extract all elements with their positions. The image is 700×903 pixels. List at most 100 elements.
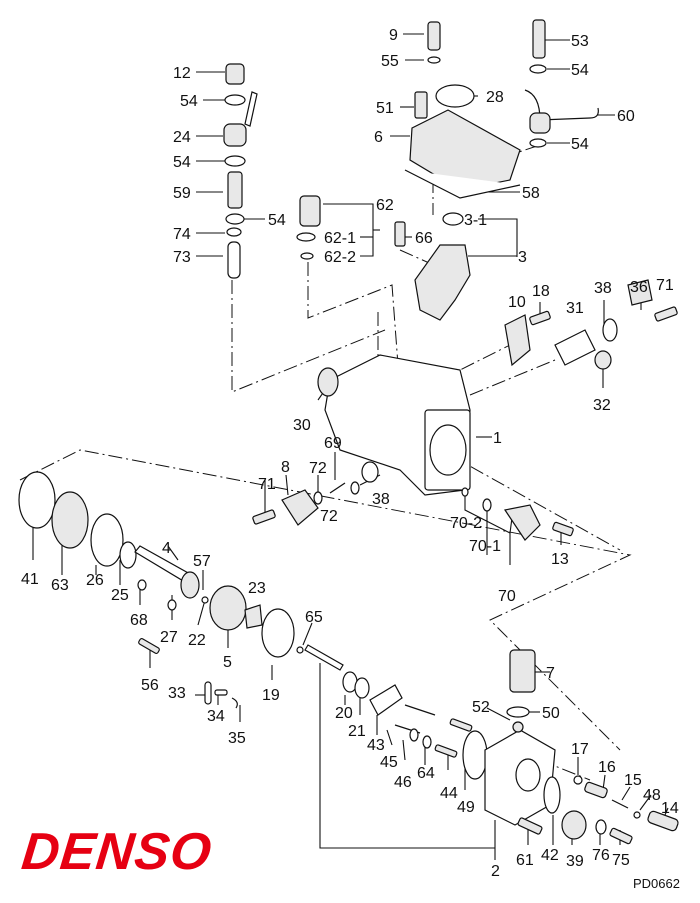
callout-label: 73 — [173, 249, 191, 266]
ball — [633, 811, 641, 819]
plate — [90, 513, 124, 567]
screw — [414, 91, 428, 119]
screw — [138, 638, 160, 654]
callout-label: 64 — [417, 765, 435, 782]
washer — [224, 155, 246, 167]
callout-label: 62 — [376, 197, 394, 214]
o-ring — [427, 56, 441, 64]
callout-label: 19 — [262, 687, 280, 704]
callout-label: 65 — [305, 609, 323, 626]
callout-label: 20 — [335, 705, 353, 722]
callout-label: 12 — [173, 65, 191, 82]
callout-label: 53 — [571, 33, 589, 50]
pin — [214, 689, 228, 696]
solenoid-valve — [414, 244, 471, 321]
spring — [329, 482, 346, 494]
banjo-bolt — [227, 171, 243, 209]
washer — [225, 213, 245, 225]
bolt — [517, 817, 543, 835]
callout-label: 58 — [522, 185, 540, 202]
o-ring — [482, 498, 492, 512]
callout-label: 63 — [51, 577, 69, 594]
parts — [18, 19, 679, 845]
callout-label: 54 — [173, 154, 191, 171]
callout-label: 62-2 — [324, 249, 356, 266]
callout-label: 76 — [592, 847, 610, 864]
callout-label: 70-1 — [469, 538, 501, 555]
o-ring — [296, 232, 316, 242]
callout-label: 74 — [173, 226, 191, 243]
cover-gasket — [404, 169, 521, 199]
callout-label: 24 — [173, 129, 191, 146]
callout-label: 30 — [293, 417, 311, 434]
callout-label: 72 — [320, 508, 338, 525]
callout-label: 33 — [168, 685, 186, 702]
o-ring — [361, 461, 379, 483]
callout-label: 69 — [324, 435, 342, 452]
callout-label: 44 — [440, 785, 458, 802]
callout-label: 72 — [309, 460, 327, 477]
callout-label: 71 — [258, 476, 276, 493]
callout-label: 6 — [374, 129, 383, 146]
callout-label: 14 — [661, 800, 679, 817]
callout-label: 18 — [532, 283, 550, 300]
washer — [422, 735, 432, 749]
shaft — [304, 644, 344, 671]
callout-label: 35 — [228, 730, 246, 747]
callout-label: 54 — [268, 212, 286, 229]
callout-label: 41 — [21, 571, 39, 588]
timer-piston — [554, 329, 596, 366]
callout-label: 4 — [162, 540, 171, 557]
ball — [201, 596, 209, 604]
callout-label: 8 — [281, 459, 290, 476]
callout-labels: 12542454595474739555162858535460546262-1… — [21, 27, 679, 880]
callout-label: 56 — [141, 677, 159, 694]
bolt — [654, 306, 678, 322]
callout-label: 27 — [160, 629, 178, 646]
fuel-cut-solenoid — [509, 649, 536, 693]
callout-label: 28 — [486, 89, 504, 106]
plate — [51, 491, 89, 549]
callout-label: 54 — [180, 93, 198, 110]
bolt — [252, 509, 276, 525]
callout-label: 9 — [389, 27, 398, 44]
gasket — [462, 730, 488, 780]
o-ring — [300, 252, 314, 260]
bolt — [609, 827, 633, 845]
washer — [529, 138, 547, 148]
callout-label: 57 — [193, 553, 211, 570]
valve — [504, 504, 541, 541]
callout-label: 51 — [376, 100, 394, 117]
spring — [611, 799, 629, 809]
housing-bore — [429, 424, 467, 476]
washer — [119, 541, 137, 569]
callout-label: 25 — [111, 587, 129, 604]
cover — [627, 279, 653, 306]
banjo-fitting-pipe — [244, 91, 258, 127]
callout-label: 39 — [566, 853, 584, 870]
callout-label: 55 — [381, 53, 399, 70]
callout-label: 68 — [130, 612, 148, 629]
callout-label: 45 — [380, 754, 398, 771]
bearing — [180, 571, 200, 599]
o-ring — [442, 212, 464, 226]
callout-label: 42 — [541, 847, 559, 864]
callout-label: 49 — [457, 799, 475, 816]
key — [167, 599, 177, 611]
callout-label: 1 — [493, 430, 502, 447]
callout-label: 54 — [571, 62, 589, 79]
oil-seal — [317, 367, 339, 397]
callout-label: 75 — [612, 852, 630, 869]
pin — [204, 681, 212, 705]
washer — [573, 775, 583, 785]
callout-label: 71 — [656, 277, 674, 294]
rubber-coupling — [244, 604, 263, 629]
callout-label: 52 — [472, 699, 490, 716]
head-bore — [515, 758, 541, 792]
callout-label: 15 — [624, 772, 642, 789]
plate — [18, 471, 56, 529]
o-ring — [543, 776, 561, 814]
callout-label: 54 — [571, 136, 589, 153]
callout-label: 43 — [367, 737, 385, 754]
